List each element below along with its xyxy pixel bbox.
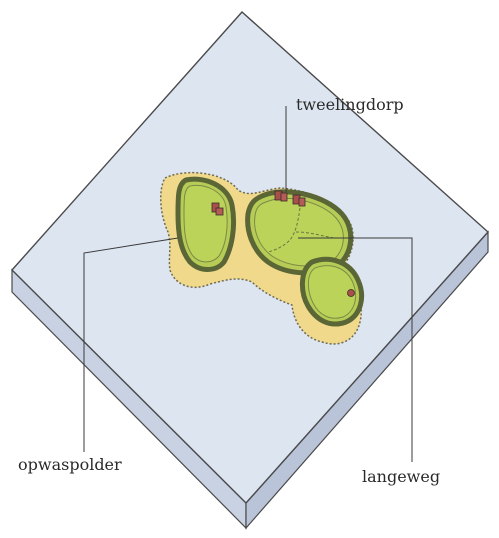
house-group-tweelingdorp (274, 190, 306, 207)
lower-polder-inner (307, 265, 357, 319)
polder-ditches (267, 207, 335, 253)
label-opwaspolder: opwaspolder (18, 455, 122, 474)
leader-opwaspolder (83, 237, 179, 452)
left-polder-inner (183, 184, 228, 263)
label-langeweg: langeweg (362, 467, 441, 486)
house-lower (347, 289, 355, 297)
house-group-left (211, 202, 224, 216)
label-tweelingdorp: tweelingdorp (296, 95, 404, 114)
leader-langeweg (298, 237, 413, 462)
